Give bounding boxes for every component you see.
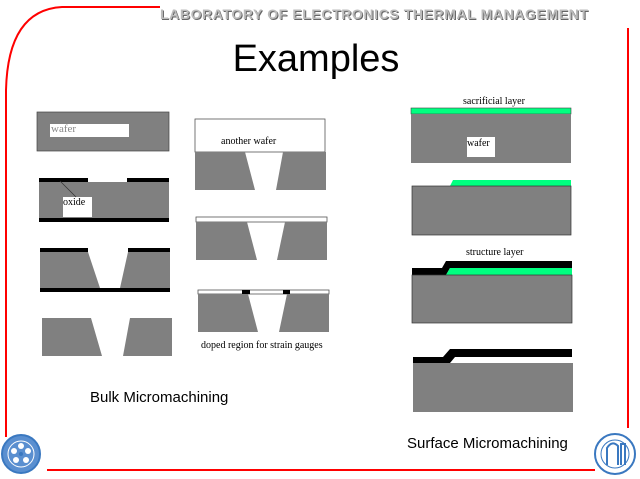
university-seal-right-icon [594, 433, 636, 475]
surface-step-1 [410, 107, 572, 163]
bulk-step-5 [194, 118, 326, 190]
bulk-step-6 [195, 216, 328, 260]
slide-title: Examples [232, 38, 400, 80]
surface-step-3 [411, 261, 573, 324]
bulk-step-2 [39, 178, 169, 222]
bulk-step-7 [197, 289, 330, 332]
bulk-micromachining-caption: Bulk Micromachining [90, 389, 229, 406]
surface-step-4 [413, 349, 573, 412]
structure-layer-label: structure layer [466, 247, 524, 258]
slide-frame [5, 6, 629, 471]
university-seal-left-icon [1, 434, 41, 474]
sacrificial-layer-label: sacrificial layer [463, 96, 525, 107]
surface-micromachining-caption: Surface Micromachining [407, 435, 568, 452]
bulk-step-1 [36, 111, 170, 152]
lab-name-header: LABORATORY OF ELECTRONICS THERMAL MANAGE… [160, 6, 589, 22]
another-wafer-label: another wafer [221, 136, 277, 147]
surface-wafer-label: wafer [467, 138, 490, 149]
doped-region-label: doped region for strain gauges [201, 340, 323, 351]
bulk-step-3 [40, 248, 170, 292]
surface-step-2 [411, 180, 572, 236]
bulk-step-4 [42, 318, 172, 356]
wafer-label: wafer [51, 123, 77, 135]
oxide-label: oxide [63, 197, 86, 208]
